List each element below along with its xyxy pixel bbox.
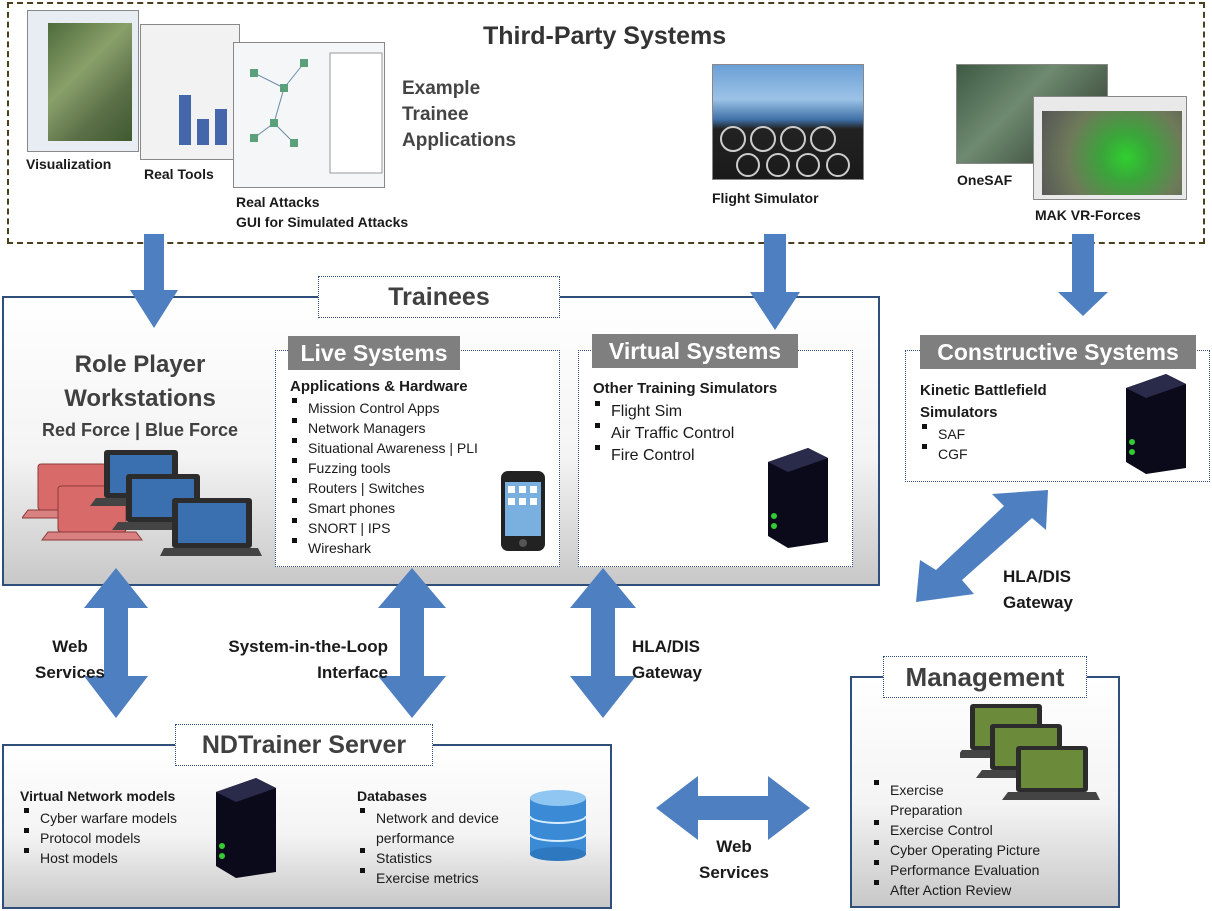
trainees-title: Trainees — [318, 276, 560, 318]
list-item: Exercise metrics — [358, 868, 499, 888]
third-party-frame — [7, 2, 1205, 244]
visualization-caption: Visualization — [26, 156, 112, 172]
arrow-hla-mid — [570, 568, 636, 718]
live-heading: Applications & Hardware — [290, 378, 468, 395]
virtual-heading: Other Training Simulators — [593, 380, 778, 397]
list-item: SAF — [920, 424, 968, 444]
list-item: Fire Control — [593, 445, 734, 467]
real-tools-thumbnail — [140, 24, 240, 160]
example-trainee-applications: Example Trainee Applications — [402, 78, 517, 151]
list-item: After Action Review — [872, 880, 1040, 900]
constructive-heading: Kinetic Battlefield Simulators — [920, 382, 1047, 421]
live-systems-title: Live Systems — [288, 336, 460, 370]
database-icon — [529, 790, 587, 861]
arrow-to-constructive — [1058, 234, 1108, 316]
role-player-laptops-icon — [22, 450, 262, 556]
constructive-systems-title: Constructive Systems — [920, 335, 1196, 369]
virtual-server-icon — [768, 448, 828, 548]
list-item: Host models — [22, 848, 177, 868]
list-item: Mission Control Apps — [290, 398, 478, 418]
role-player-title: Role Player Workstations — [64, 351, 216, 412]
real-attacks-caption: Real Attacks — [236, 194, 320, 210]
flight-simulator-thumbnail — [712, 64, 864, 180]
smartphone-icon — [501, 471, 545, 551]
list-item: Exercise Control — [872, 820, 1040, 840]
list-item: Air Traffic Control — [593, 423, 734, 445]
list-item: Situational Awareness | PLI — [290, 438, 478, 458]
gui-sim-attacks-caption: GUI for Simulated Attacks — [236, 214, 409, 230]
list-item: SNORT | IPS — [290, 518, 478, 538]
flight-simulator-caption: Flight Simulator — [712, 190, 819, 206]
hla-dis-gateway-mid-label: HLA/DIS Gateway — [632, 637, 702, 682]
web-services-bottom-label: Web Services — [699, 837, 769, 882]
virtual-network-models-heading: Virtual Network models — [20, 788, 176, 804]
ndtrainer-server-icon — [216, 778, 276, 878]
arrow-web-services-bottom — [656, 776, 810, 840]
list-item: Cyber warfare models — [22, 808, 177, 828]
ndtrainer-server-panel — [2, 744, 612, 909]
hla-dis-gateway-right-label: HLA/DIS Gateway — [1003, 567, 1073, 612]
list-item: Network Managers — [290, 418, 478, 438]
visualization-thumbnail — [27, 10, 139, 152]
ndtrainer-server-title: NDTrainer Server — [175, 724, 433, 766]
list-item: Fuzzing tools — [290, 458, 478, 478]
real-attacks-thumbnail — [233, 42, 385, 188]
list-item: Routers | Switches — [290, 478, 478, 498]
list-item: Wireshark — [290, 538, 478, 558]
list-item: CGF — [920, 444, 968, 464]
real-tools-caption: Real Tools — [144, 166, 214, 182]
system-in-the-loop-label: System-in-the-Loop Interface — [228, 637, 388, 682]
list-item: Statistics — [358, 848, 499, 868]
list-item: Smart phones — [290, 498, 478, 518]
list-item: Performance Evaluation — [872, 860, 1040, 880]
list-item: Protocol models — [22, 828, 177, 848]
constructive-server-icon — [1126, 374, 1186, 474]
databases-heading: Databases — [357, 788, 428, 804]
third-party-title: Third-Party Systems — [483, 22, 727, 50]
mak-vr-forces-caption: MAK VR-Forces — [1035, 207, 1141, 223]
mak-vr-forces-thumbnail — [1033, 96, 1187, 200]
web-services-left-label: Web Services — [35, 637, 105, 682]
list-item: Flight Sim — [593, 401, 734, 423]
list-item: Cyber Operating Picture — [872, 840, 1040, 860]
arrow-system-in-the-loop — [378, 568, 446, 718]
management-laptops-icon — [960, 704, 1100, 800]
red-blue-force-label: Red Force | Blue Force — [41, 420, 239, 440]
virtual-systems-title: Virtual Systems — [592, 334, 798, 368]
management-title: Management — [883, 656, 1087, 698]
onesaf-caption: OneSAF — [957, 172, 1013, 188]
